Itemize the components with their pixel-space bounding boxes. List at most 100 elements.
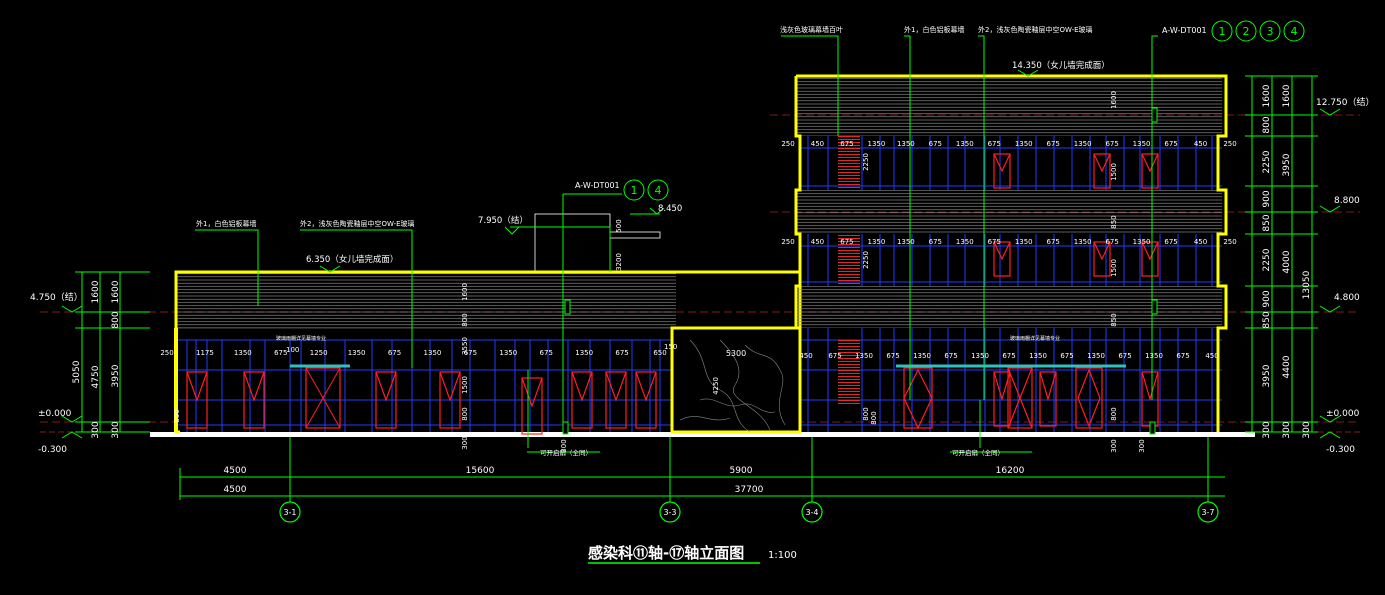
level-480: 4.800: [1334, 293, 1360, 303]
dim-st-1: 2250: [862, 251, 870, 269]
dim-misc-800a: 800: [173, 409, 181, 422]
window-dim: 1350: [913, 352, 931, 360]
window: [1039, 371, 1057, 427]
dim-ri-9: 300: [1262, 421, 1272, 438]
dim-li-2: 800: [111, 311, 121, 328]
dim-mid-150: 150: [664, 343, 677, 351]
drawing-title: 感染科⑪轴-⑰轴立面图 1:100: [588, 544, 797, 564]
window: [993, 241, 1011, 277]
window-dim: 250: [781, 238, 794, 246]
dimension-lines: [75, 75, 1318, 502]
window-dim: 1350: [1133, 140, 1151, 148]
dim-rm-3: 4400: [1282, 355, 1292, 378]
window-dim: 1350: [1029, 352, 1047, 360]
window-dim: 675: [828, 352, 841, 360]
detail-num-l2: 4: [655, 184, 662, 197]
window-dim: 1350: [1015, 140, 1033, 148]
level-000-right: ±0.000: [1326, 409, 1360, 419]
window: [186, 371, 208, 429]
window-dim: 1350: [424, 349, 442, 357]
small-note-right: 玻璃雨棚详见幕墙专业: [1010, 335, 1060, 342]
dim-li-0: 1600: [91, 280, 101, 303]
dim-st-0: 2250: [862, 153, 870, 171]
dim-st-2: 800: [862, 407, 870, 420]
detail-ref-left: A-W-DT001: [575, 181, 620, 190]
level-000-left: ±0.000: [38, 409, 72, 419]
window-dim: 1350: [234, 349, 252, 357]
detail-num-l1: 1: [631, 184, 638, 197]
dim-ri-2: 2250: [1262, 150, 1272, 173]
window-dim: 675: [1164, 238, 1177, 246]
window-dim: 250: [160, 349, 173, 357]
dim-ri-0: 1600: [1262, 84, 1272, 107]
window-dim: 675: [944, 352, 957, 360]
dim-rm-0: 1600: [1282, 84, 1292, 107]
window-dim: 1350: [1145, 352, 1163, 360]
window-dim: 1350: [1087, 352, 1105, 360]
dim-misc-300a: 300: [560, 439, 568, 452]
dim-li-1: 1600: [111, 280, 121, 303]
window-dim: 250: [1223, 238, 1236, 246]
axis-bubbles: [279, 501, 1219, 523]
dim-ri-1: 800: [1262, 116, 1272, 133]
window-dim: 250: [781, 140, 794, 148]
low-block: [174, 213, 802, 435]
dim-misc-800b: 800: [870, 411, 878, 424]
level-475: 4.750（结）: [30, 291, 83, 303]
window-dim: 1350: [897, 238, 915, 246]
level-roof-low: 6.350（女儿墙完成面）: [306, 254, 398, 265]
section-markers: [562, 107, 1158, 435]
window: [635, 371, 657, 429]
dim-m-2: 3550: [461, 337, 469, 355]
window-dim: 450: [1194, 140, 1207, 148]
window-dim: 450: [799, 352, 812, 360]
openable-left: 可开启扇（全同）: [540, 448, 592, 457]
dim-ri-6: 900: [1262, 290, 1272, 307]
window-dim: 675: [988, 238, 1001, 246]
callout-lines: [195, 35, 1158, 453]
window: [993, 371, 1011, 427]
window-dim: 1350: [867, 238, 885, 246]
dim-annex-0: 500: [615, 219, 623, 232]
dim-ro-1: 300: [1302, 421, 1312, 438]
title-scale: 1:100: [768, 550, 797, 561]
window-dim: 675: [1176, 352, 1189, 360]
openable-right: 可开启扇（全同）: [952, 448, 1004, 457]
axis-label-3-1: 3-1: [283, 508, 296, 517]
window-dim: 1350: [575, 349, 593, 357]
detail-ref-right: A-W-DT001: [1162, 26, 1207, 35]
window-dim: 675: [886, 352, 899, 360]
window: [993, 153, 1011, 189]
axis-label-3-7: 3-7: [1201, 508, 1214, 517]
window-dim: 1350: [855, 352, 873, 360]
dim-h1-0: 4500: [224, 466, 247, 476]
level-roof-high: 14.350（女儿墙完成面）: [1012, 60, 1110, 71]
window-dim: 1350: [1074, 238, 1092, 246]
dim-misc-300b: 300: [1138, 439, 1146, 452]
dim-ri-5: 2250: [1262, 248, 1272, 271]
level-030-left: -0.300: [38, 445, 67, 455]
dim-mid-5300: 5300: [726, 349, 746, 358]
dim-h1-3: 16200: [996, 466, 1025, 476]
axis-label-3-4: 3-4: [805, 508, 818, 517]
window-dim: 675: [1105, 238, 1118, 246]
dim-h1-1: 15600: [466, 466, 495, 476]
window-dim: 450: [1194, 238, 1207, 246]
window-dim: 1350: [1133, 238, 1151, 246]
window-dim: 1350: [897, 140, 915, 148]
dim-m-4: 800: [461, 407, 469, 420]
dim-m-5: 300: [461, 436, 469, 449]
window-dim: 1350: [867, 140, 885, 148]
window-dim: 675: [840, 238, 853, 246]
callout-left-1: 外1，白色铝板幕墙: [196, 219, 256, 228]
window-dim: 450: [811, 140, 824, 148]
level-030-right: -0.300: [1326, 445, 1355, 455]
window-dim: 1350: [971, 352, 989, 360]
window: [1093, 241, 1111, 277]
window-dim: 675: [1060, 352, 1073, 360]
dim-ri-8: 3950: [1262, 364, 1272, 387]
window-dim: 1350: [956, 140, 974, 148]
window-dim: 675: [929, 238, 942, 246]
callout-right-0: 浅灰色玻璃幕墙百叶: [780, 25, 843, 34]
